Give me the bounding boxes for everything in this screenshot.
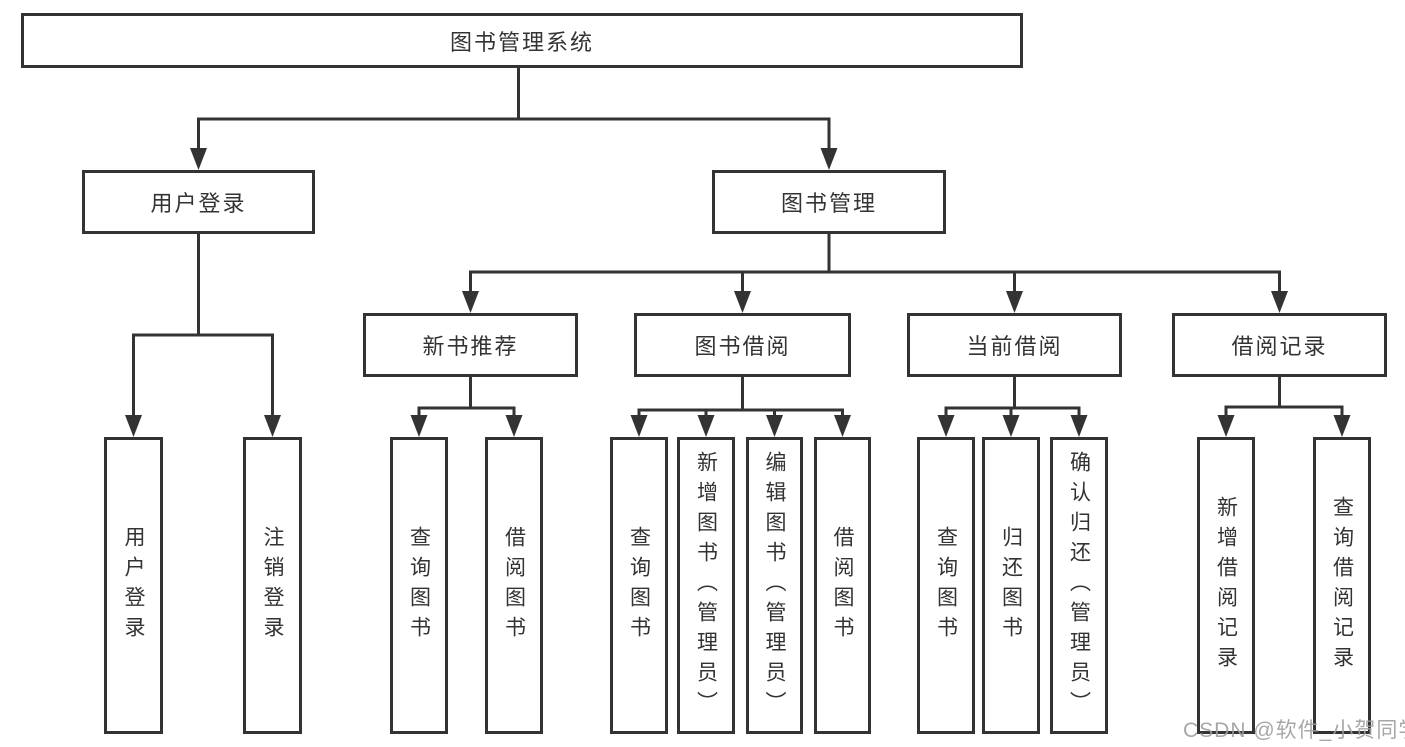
node-library-system: 图书管理系统 xyxy=(21,13,1023,68)
node-current-borrow-label: 当前借阅 xyxy=(966,334,1063,359)
leaf-user-login-label: 用户登录 xyxy=(122,525,145,646)
leaf-logout: 注销登录 xyxy=(243,437,302,734)
leaf-query-books-current-label: 查询图书 xyxy=(934,525,958,646)
node-library-system-label: 图书管理系统 xyxy=(449,29,594,55)
node-borrow-records-label: 借阅记录 xyxy=(1231,334,1328,359)
node-book-management-label: 图书管理 xyxy=(780,191,877,216)
connector-newbook-fork xyxy=(417,377,516,417)
leaf-query-books-recommend: 查询图书 xyxy=(390,437,448,734)
leaf-return-book: 归还图书 xyxy=(982,437,1040,734)
connector-records-fork xyxy=(1224,377,1344,417)
leaf-add-borrow-record: 新增借阅记录 xyxy=(1197,437,1255,734)
leaf-add-book-admin-label: 新增图书（管理员） xyxy=(694,450,718,721)
connector-bookmgmt-fork xyxy=(469,234,1281,293)
node-user-login-label: 用户登录 xyxy=(150,191,247,216)
leaf-user-login: 用户登录 xyxy=(104,437,163,734)
leaf-query-books-borrow-label: 查询图书 xyxy=(627,525,651,646)
leaf-add-borrow-record-label: 新增借阅记录 xyxy=(1214,495,1238,676)
connector-currentborrow-fork xyxy=(944,377,1081,417)
arrowheads xyxy=(125,148,1351,437)
node-book-borrow: 图书借阅 xyxy=(634,313,851,377)
node-new-book-recommend: 新书推荐 xyxy=(363,313,578,377)
node-book-borrow-label: 图书借阅 xyxy=(694,334,791,359)
leaf-borrow-books: 借阅图书 xyxy=(814,437,871,734)
node-book-management: 图书管理 xyxy=(712,170,946,234)
node-user-login: 用户登录 xyxy=(82,170,315,234)
leaf-query-borrow-record-label: 查询借阅记录 xyxy=(1330,495,1354,676)
leaf-add-book-admin: 新增图书（管理员） xyxy=(677,437,735,734)
node-borrow-records: 借阅记录 xyxy=(1172,313,1387,377)
node-new-book-recommend-label: 新书推荐 xyxy=(422,334,519,359)
connector-bookborrow-fork xyxy=(637,377,844,417)
leaf-confirm-return-admin-label: 确认归还（管理员） xyxy=(1067,450,1091,721)
leaf-edit-book-admin-label: 编辑图书（管理员） xyxy=(763,450,786,721)
connector-userlogin-fork xyxy=(132,234,274,417)
leaf-borrow-books-recommend: 借阅图书 xyxy=(485,437,543,734)
leaf-edit-book-admin: 编辑图书（管理员） xyxy=(746,437,803,734)
leaf-query-books-recommend-label: 查询图书 xyxy=(407,525,431,646)
leaf-borrow-books-recommend-label: 借阅图书 xyxy=(502,525,526,646)
leaf-confirm-return-admin: 确认归还（管理员） xyxy=(1050,437,1108,734)
leaf-logout-label: 注销登录 xyxy=(261,525,284,646)
node-current-borrow: 当前借阅 xyxy=(907,313,1122,377)
leaf-borrow-books-label: 借阅图书 xyxy=(831,525,854,646)
leaf-query-borrow-record: 查询借阅记录 xyxy=(1313,437,1371,734)
csdn-watermark: CSDN @软件_小贺同学 xyxy=(1183,719,1405,742)
leaf-query-books-current: 查询图书 xyxy=(917,437,975,734)
leaf-return-book-label: 归还图书 xyxy=(999,525,1023,646)
leaf-query-books-borrow: 查询图书 xyxy=(610,437,668,734)
connector-root-to-level2 xyxy=(197,68,831,150)
